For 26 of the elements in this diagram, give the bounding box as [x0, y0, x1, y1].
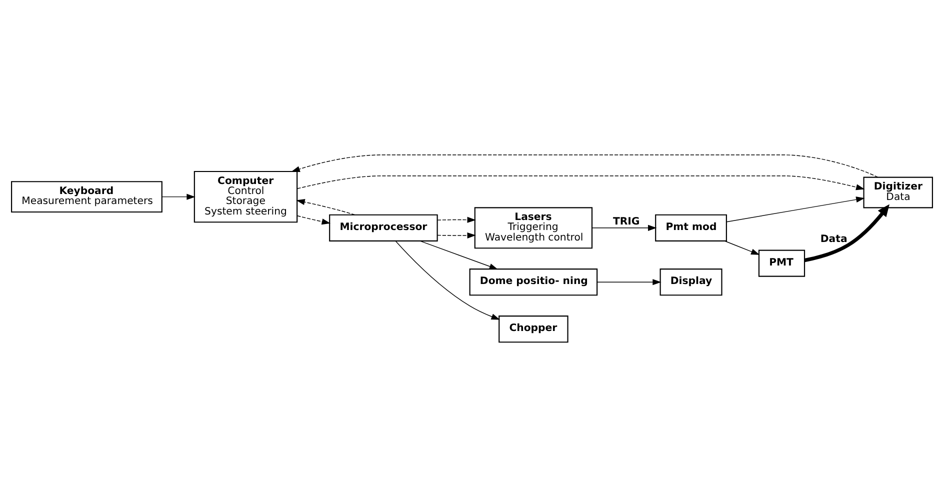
arrow: [724, 240, 760, 254]
arrow: [596, 278, 662, 285]
arrow: [420, 240, 498, 269]
node-box: Display: [660, 268, 722, 296]
arrow: [437, 216, 476, 222]
node-box: Computer Control Storage System steering: [194, 170, 298, 222]
arrow: [395, 240, 500, 320]
arrow: [592, 224, 657, 230]
arrow: [296, 198, 356, 215]
node-box: Microprocessor: [329, 214, 438, 241]
arrow: [162, 193, 196, 200]
edge-label: TRIG: [612, 216, 640, 227]
node-box: Dome positio- ning: [469, 268, 598, 296]
arrow: [804, 204, 890, 262]
node-box: Pmt mod: [655, 214, 727, 241]
node-box: PMT: [758, 249, 806, 276]
node-box: Keyboard Measurement parameters: [11, 180, 162, 212]
node-box: Lasers Triggering Wavelength control: [474, 206, 593, 248]
arrow: [296, 175, 865, 190]
arrow: [437, 232, 476, 238]
node-box: Digitizer Data: [863, 176, 933, 208]
arrow: [296, 214, 331, 224]
edge-label: Data: [820, 233, 848, 244]
node-box: Chopper: [498, 315, 568, 342]
arrow: [291, 154, 878, 178]
arrow: [726, 196, 865, 222]
